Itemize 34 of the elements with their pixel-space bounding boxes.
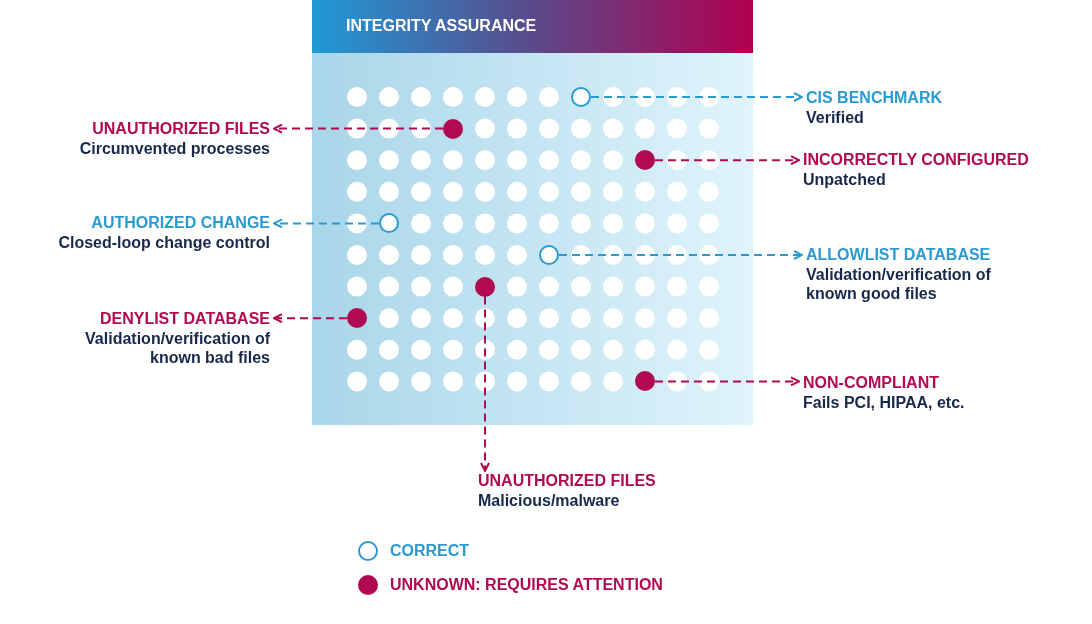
- dot-marker: [443, 118, 463, 139]
- callout-heading: ALLOWLIST DATABASE: [806, 245, 991, 265]
- callout-description: Fails PCI, HIPAA, etc.: [803, 393, 965, 412]
- callout-heading: UNAUTHORIZED FILES: [478, 471, 656, 491]
- ring-marker: [379, 213, 399, 234]
- legend-label: UNKNOWN: REQUIRES ATTENTION: [390, 575, 663, 595]
- callout-heading: AUTHORIZED CHANGE: [90, 213, 270, 233]
- ring-marker: [539, 245, 559, 265]
- legend-label: CORRECT: [390, 541, 470, 561]
- grid-panel: [312, 0, 753, 425]
- callout-heading: CIS BENCHMARK: [806, 88, 942, 108]
- dashed-arrow: [273, 313, 348, 324]
- callout-heading: UNAUTHORIZED FILES: [91, 119, 270, 139]
- callout-description: Validation/verification of known good files: [806, 265, 991, 303]
- dashed-arrow: [480, 295, 490, 472]
- callout-heading: DENYLIST DATABASE: [98, 309, 270, 329]
- callout-description: Circumvented processes: [79, 139, 270, 158]
- dot-marker: [635, 371, 655, 392]
- dashed-arrow: [558, 250, 803, 260]
- dashed-arrow: [654, 376, 800, 387]
- dashed-arrow: [654, 155, 800, 166]
- callout-description: Validation/verification of known bad files: [85, 329, 270, 367]
- dot-marker: [475, 276, 495, 297]
- callout-heading: NON-COMPLIANT: [803, 373, 940, 393]
- ring-marker: [571, 87, 591, 107]
- dot-marker: [635, 150, 655, 171]
- callout-description: Unpatched: [803, 170, 887, 189]
- callout-description: Verified: [806, 108, 865, 127]
- callout-description: Closed-loop change control: [58, 233, 270, 252]
- callout-heading: INCORRECTLY CONFIGURED: [803, 150, 1029, 170]
- header-bar: INTEGRITY ASSURANCE: [312, 0, 753, 53]
- dot-marker: [347, 308, 367, 329]
- dashed-arrow: [590, 92, 803, 102]
- callout-description: Malicious/malware: [478, 491, 621, 510]
